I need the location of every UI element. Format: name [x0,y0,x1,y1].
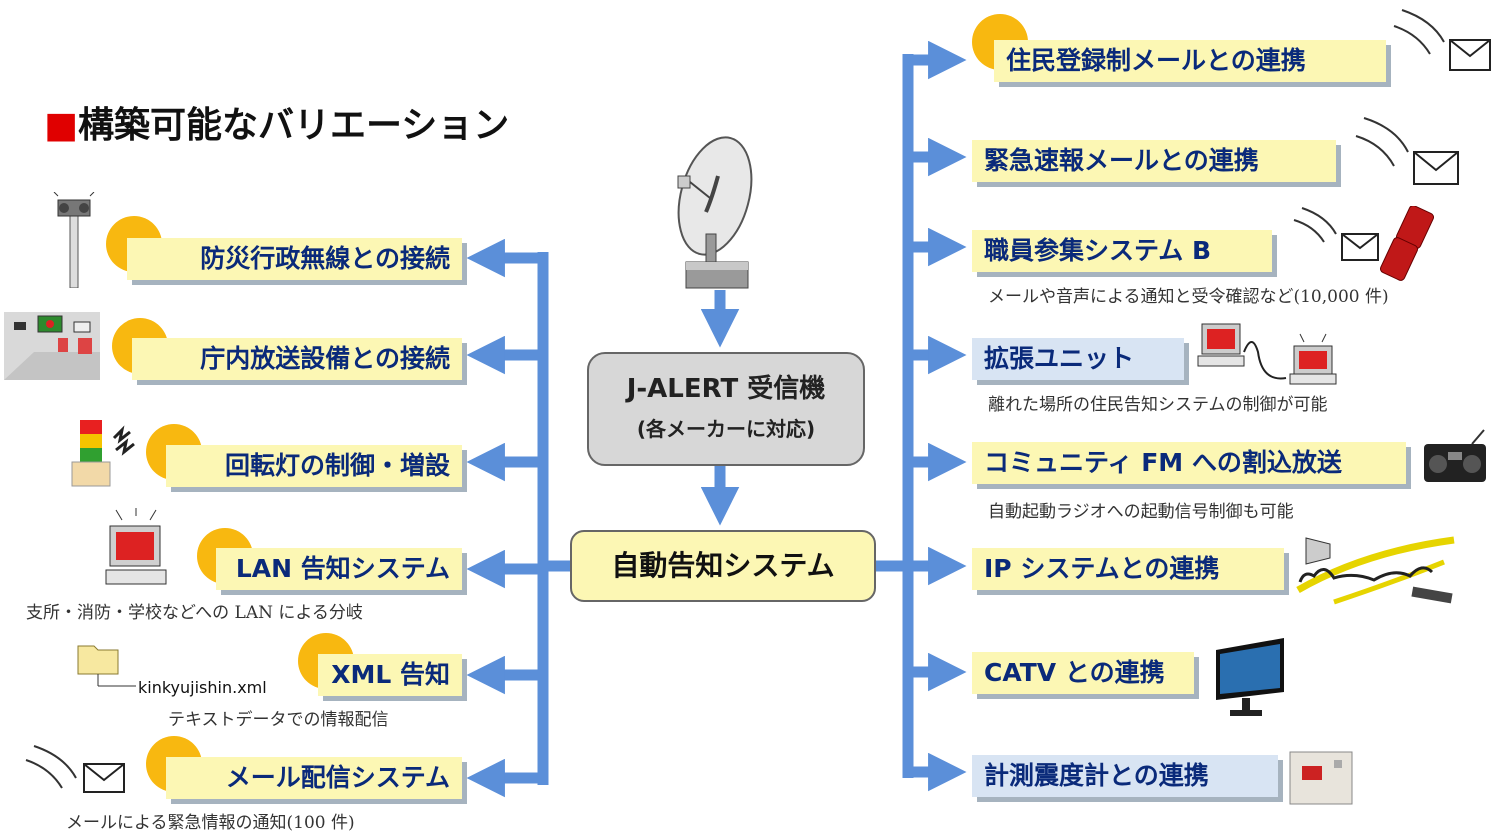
lan-computer-icon [105,508,167,585]
mail-icon [25,745,125,793]
seismometer-icon [1289,751,1353,805]
office-speaker-icon [4,312,100,380]
right-item-5: コミュニティ FM への割込放送 [972,442,1406,484]
right-item-8: 計測震度計との連携 [972,755,1278,797]
title-marker: ■ [44,105,79,146]
right-note-4: 離れた場所の住民告知システムの制御が可能 [988,395,1328,415]
folder-icon [77,645,136,687]
auto-notify-system: 自動告知システム [570,530,876,602]
left-item-6: メール配信システム [166,757,462,799]
page-title: ■構築可能なバリエーション [44,96,509,148]
rotating-light-icon [71,420,135,487]
radio-icon [1424,429,1486,482]
right-item-7: CATV との連携 [972,652,1194,694]
xml-filename: kinkyujishin.xml [138,678,267,697]
right-note-5: 自動起動ラジオへの起動信号制御も可能 [988,502,1294,522]
receiver-sub: (各メーカーに対応) [636,417,816,441]
right-item-1: 住民登録制メールとの連携 [994,40,1386,82]
right-item-2: 緊急速報メールとの連携 [972,140,1336,182]
jalert-receiver: J-ALERT 受信機 (各メーカーに対応) [587,352,865,466]
mail-phone-icon [1293,206,1434,281]
left-note-6: メールによる緊急情報の通知(100 件) [66,813,355,833]
receiver-name: J-ALERT 受信機 [626,374,826,404]
left-note-4: 支所・消防・学校などへの LAN による分岐 [26,603,363,623]
monitor-icon [1216,638,1284,716]
title-text: 構築可能なバリエーション [78,105,510,146]
left-item-5: XML 告知 [318,654,462,696]
right-item-3: 職員参集システム B [972,230,1272,272]
satellite-dish-icon [677,136,753,289]
siren-pole-icon [53,192,95,288]
left-item-2: 庁内放送設備との接続 [132,338,462,380]
computer-unit-icon [1197,323,1337,385]
left-item-4: LAN 告知システム [216,548,462,590]
mail-icon [1355,117,1459,185]
right-item-6: IP システムとの連携 [972,548,1284,590]
mail-icon [1393,9,1491,71]
right-note-3: メールや音声による通知と受令確認など(10,000 件) [988,287,1389,307]
left-note-5: テキストデータでの情報配信 [168,710,389,730]
left-item-3: 回転灯の制御・増設 [166,445,462,487]
broadband-icon [1296,536,1455,605]
right-item-4: 拡張ユニット [972,338,1184,380]
left-item-1: 防災行政無線との接続 [127,238,462,280]
